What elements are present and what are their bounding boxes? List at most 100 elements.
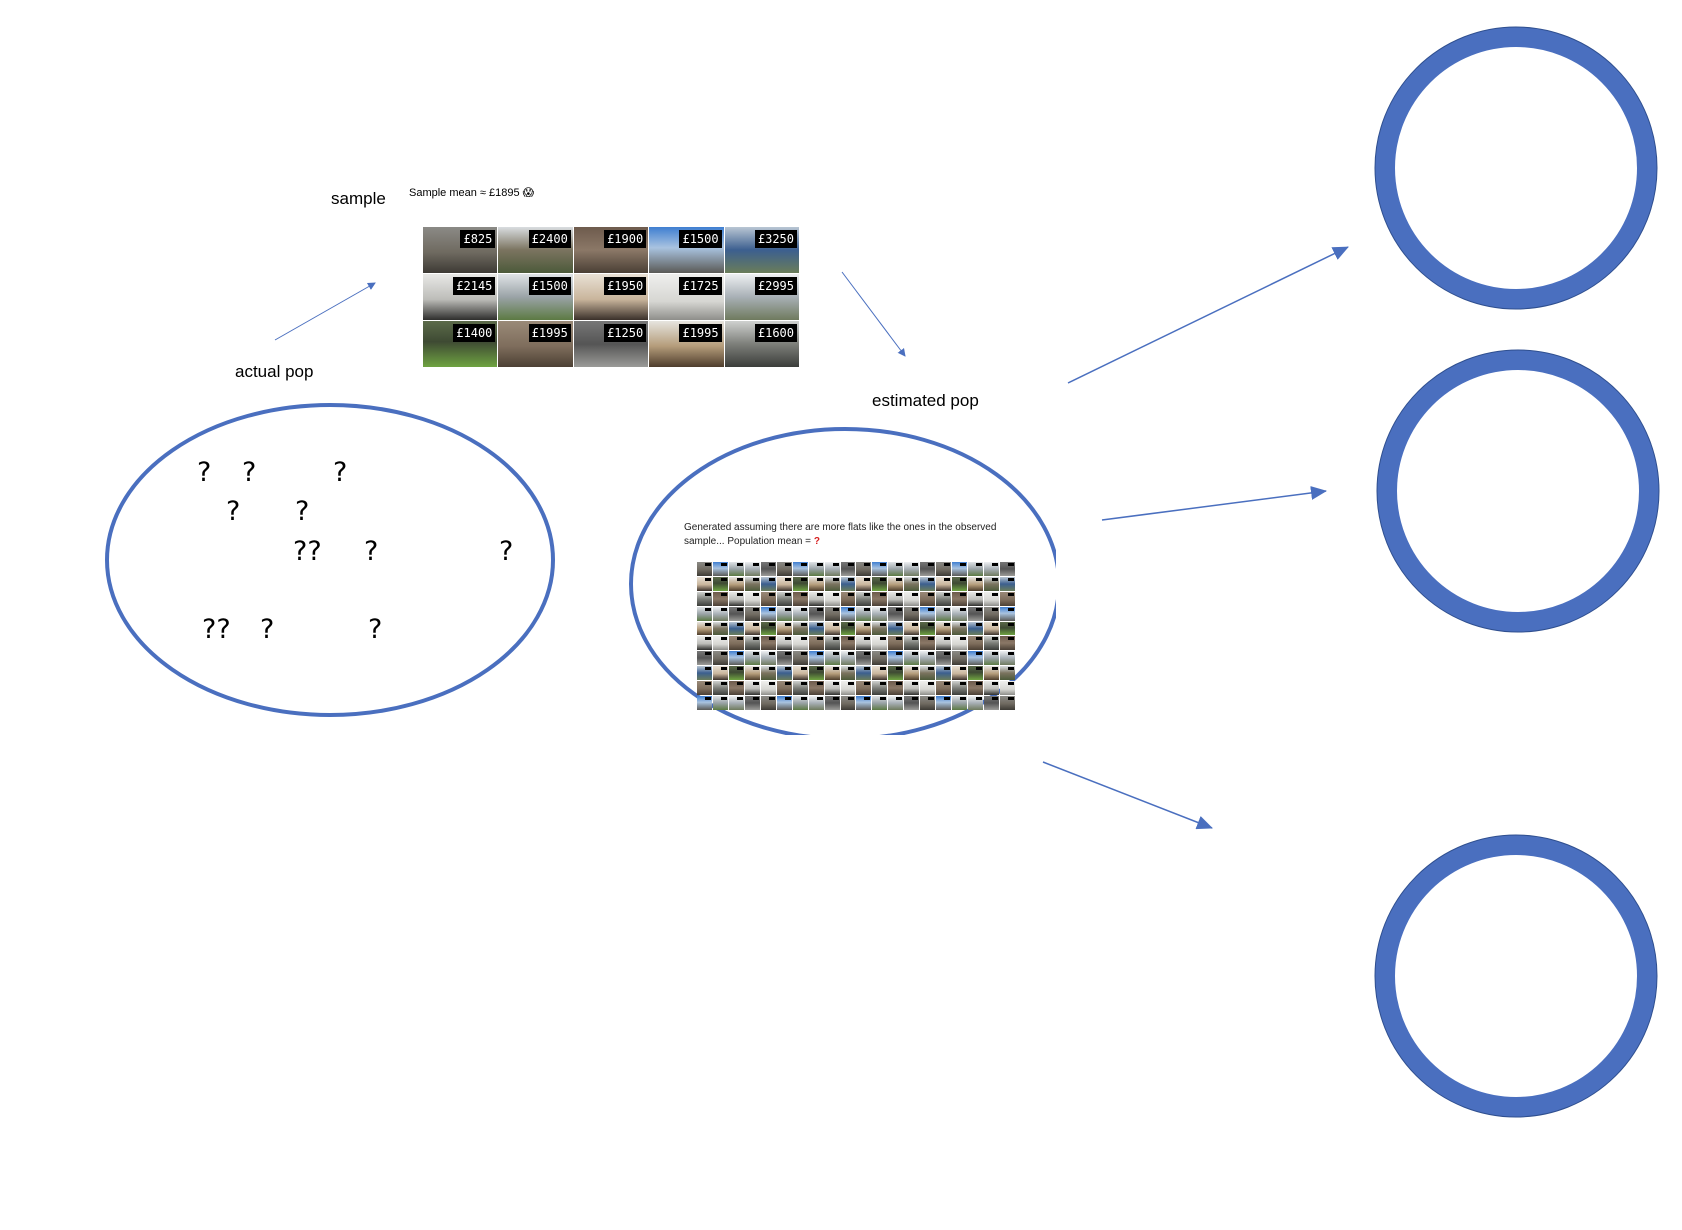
mosaic-price-tag <box>896 682 903 686</box>
sample-photo: £2145 <box>423 274 498 320</box>
question-mark: ? <box>295 496 310 527</box>
mosaic-price-tag <box>912 697 919 701</box>
mosaic-photo <box>808 666 824 681</box>
mosaic-photo <box>824 606 840 621</box>
mosaic-photo <box>840 636 856 651</box>
mosaic-price-tag <box>992 577 999 581</box>
mosaic-price-tag <box>784 697 791 701</box>
mosaic-photo <box>712 696 728 710</box>
mosaic-price-tag <box>880 682 887 686</box>
mosaic-price-tag <box>720 682 727 686</box>
mosaic-photo <box>840 696 856 710</box>
sample-photo: £2400 <box>498 227 573 273</box>
mosaic-price-tag <box>960 667 967 671</box>
mosaic-photo <box>840 606 856 621</box>
mosaic-price-tag <box>928 652 935 656</box>
mosaic-price-tag <box>976 637 983 641</box>
question-mark: ? <box>226 496 241 527</box>
sample-photo: £3250 <box>724 227 799 273</box>
mosaic-price-tag <box>944 607 951 611</box>
mosaic-photo <box>1000 636 1015 651</box>
mosaic-price-tag <box>960 652 967 656</box>
mosaic-price-tag <box>976 592 983 596</box>
mosaic-photo <box>872 636 888 651</box>
mosaic-photo <box>952 576 968 591</box>
mosaic-price-tag <box>768 667 775 671</box>
mosaic-photo <box>856 696 872 710</box>
sample-price-label: £1725 <box>679 277 722 295</box>
mosaic-photo <box>776 562 792 576</box>
mosaic-photo <box>936 666 952 681</box>
question-mark: ? <box>242 457 257 488</box>
mosaic-photo <box>888 651 904 666</box>
mosaic-photo <box>872 696 888 710</box>
sample-price-label: £1900 <box>604 230 647 248</box>
mosaic-photo <box>776 576 792 591</box>
mosaic-price-tag <box>720 697 727 701</box>
mosaic-photo <box>1000 562 1015 576</box>
mosaic-photo <box>728 681 744 696</box>
mosaic-photo <box>744 681 760 696</box>
mosaic-price-tag <box>800 607 807 611</box>
mosaic-price-tag <box>784 682 791 686</box>
mosaic-photo <box>776 681 792 696</box>
mosaic-price-tag <box>880 607 887 611</box>
sample-photo: £1250 <box>573 321 649 367</box>
arrow-sample-to-estimated <box>841 271 906 357</box>
mosaic-price-tag <box>736 667 743 671</box>
mosaic-photo <box>776 621 792 636</box>
mosaic-price-tag <box>1007 682 1014 686</box>
mosaic-price-tag <box>992 667 999 671</box>
mosaic-price-tag <box>992 622 999 626</box>
mosaic-price-tag <box>752 652 759 656</box>
arrow-to-circle-middle <box>1101 485 1327 521</box>
mosaic-photo <box>968 606 984 621</box>
mosaic-price-tag <box>784 667 791 671</box>
mosaic-price-tag <box>704 622 711 626</box>
sample-price-label: £1995 <box>528 324 571 342</box>
mosaic-price-tag <box>816 637 823 641</box>
mosaic-price-tag <box>912 563 919 566</box>
mosaic-price-tag <box>816 577 823 581</box>
mosaic-price-tag <box>896 577 903 581</box>
mosaic-price-tag <box>816 667 823 671</box>
mosaic-price-tag <box>864 577 871 581</box>
mosaic-photo <box>968 562 984 576</box>
mosaic-photo <box>776 666 792 681</box>
mosaic-photo <box>712 651 728 666</box>
mosaic-photo <box>968 636 984 651</box>
mosaic-photo <box>824 562 840 576</box>
mosaic-price-tag <box>704 563 711 566</box>
question-mark: ? <box>364 536 379 567</box>
mosaic-price-tag <box>1007 563 1014 566</box>
mosaic-photo <box>728 666 744 681</box>
mosaic-photo <box>697 621 712 636</box>
mosaic-photo <box>872 562 888 576</box>
mosaic-price-tag <box>848 652 855 656</box>
mosaic-price-tag <box>736 652 743 656</box>
mosaic-price-tag <box>944 682 951 686</box>
mosaic-photo <box>936 651 952 666</box>
mosaic-price-tag <box>976 667 983 671</box>
mosaic-photo <box>728 562 744 576</box>
mosaic-photo <box>888 562 904 576</box>
mosaic-price-tag <box>736 697 743 701</box>
sample-photo-grid: £825£2400£1900£1500£3250£2145£1500£1950£… <box>423 227 799 367</box>
mosaic-price-tag <box>912 667 919 671</box>
mosaic-price-tag <box>816 622 823 626</box>
mosaic-photo <box>856 562 872 576</box>
mosaic-price-tag <box>800 667 807 671</box>
mosaic-photo <box>984 576 1000 591</box>
mosaic-photo <box>856 651 872 666</box>
mosaic-photo <box>984 562 1000 576</box>
mosaic-photo <box>824 636 840 651</box>
mosaic-price-tag <box>944 637 951 641</box>
mosaic-price-tag <box>880 622 887 626</box>
mosaic-price-tag <box>736 577 743 581</box>
mosaic-price-tag <box>928 667 935 671</box>
mosaic-photo <box>888 591 904 606</box>
question-mark: ?? <box>202 614 231 645</box>
mosaic-price-tag <box>784 563 791 566</box>
mosaic-price-tag <box>928 637 935 641</box>
mosaic-photo <box>872 666 888 681</box>
